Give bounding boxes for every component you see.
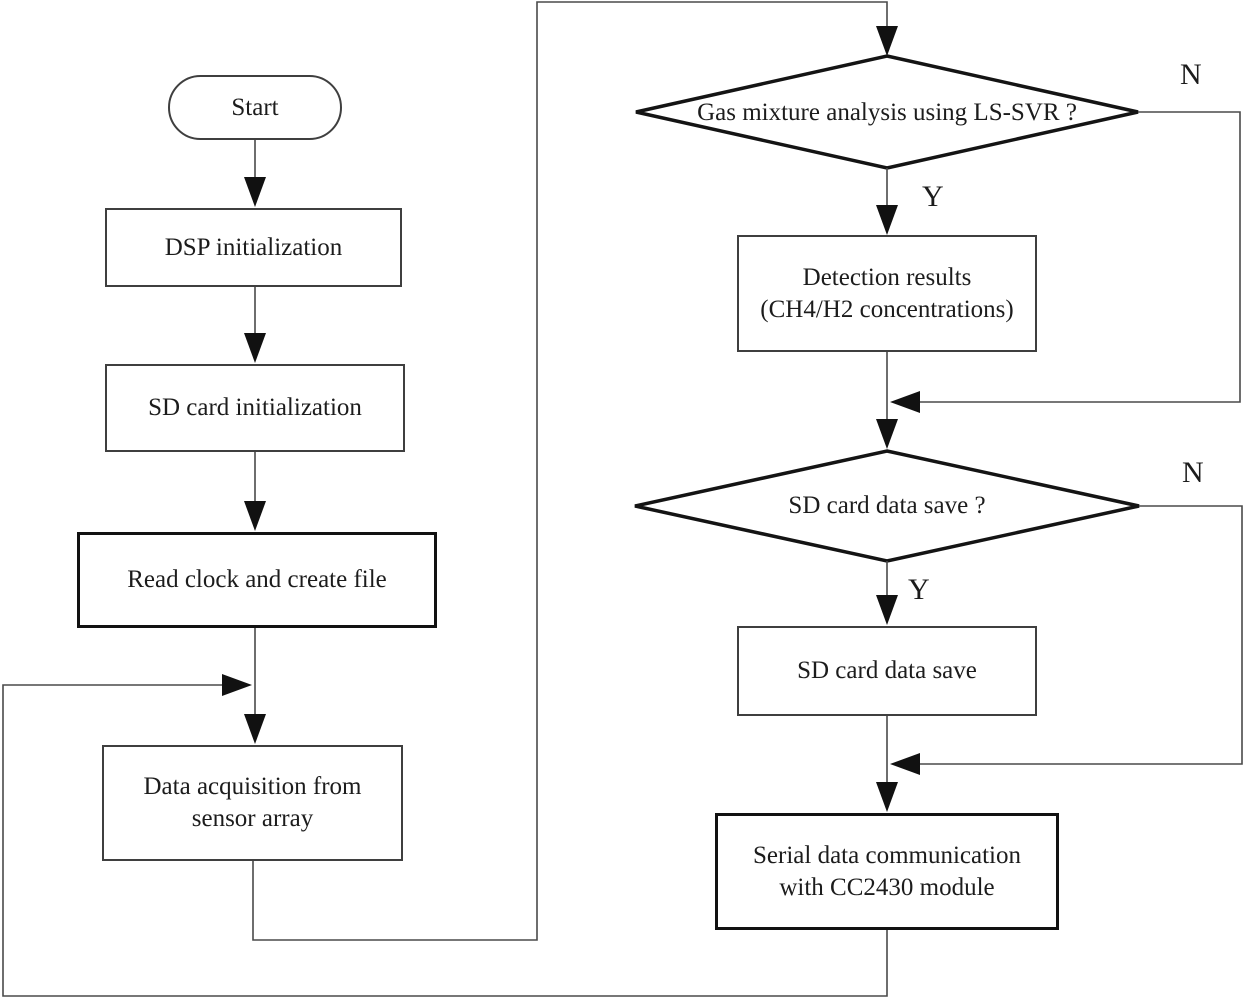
detection-results-label-line2: (CH4/H2 concentrations) — [760, 295, 1014, 323]
arrowhead-into-readclock — [244, 501, 266, 531]
dsp-initialization-node: DSP initialization — [105, 208, 402, 287]
arrowhead-into-detection — [876, 205, 898, 235]
detection-results-node: Detection results (CH4/H2 concentrations… — [737, 235, 1037, 352]
arrowhead-into-sd-decision — [876, 419, 898, 449]
start-node: Start — [168, 75, 342, 140]
serial-communication-node: Serial data communication with CC2430 mo… — [715, 813, 1059, 930]
edge-sd-no-loop — [920, 505, 1243, 765]
arrowhead-into-sdsave — [876, 595, 898, 625]
arrowhead-into-dataacq — [244, 714, 266, 744]
read-clock-create-file-label: Read clock and create file — [127, 566, 387, 593]
edge-gas-no-loop — [920, 111, 1241, 403]
read-clock-create-file-node: Read clock and create file — [77, 532, 437, 628]
data-acquisition-node: Data acquisition from sensor array — [102, 745, 403, 861]
gas-analysis-decision-label: Gas mixture analysis using LS-SVR ? — [697, 99, 1077, 126]
detection-results-label-line1: Detection results — [802, 263, 972, 291]
arrowhead-into-gas-decision — [876, 26, 898, 56]
sd-card-initialization-node: SD card initialization — [105, 364, 405, 452]
edge-dataacq-to-gas-decision — [252, 1, 888, 941]
data-acquisition-label-line2: sensor array — [191, 805, 314, 832]
serial-communication-label-line1: Serial data communication — [753, 841, 1021, 869]
dsp-initialization-label: DSP initialization — [164, 233, 343, 261]
data-acquisition-label-line1: Data acquisition from — [143, 773, 362, 800]
gas-analysis-no-label: N — [1180, 58, 1202, 91]
arrowhead-into-sdinit — [244, 333, 266, 363]
edge-bottom-feedback-loop — [2, 684, 888, 997]
arrowhead-into-dsp — [244, 177, 266, 207]
sd-card-data-save-node: SD card data save — [737, 626, 1037, 716]
arrowhead-sd-no-join — [890, 753, 920, 775]
sd-save-decision-label-box: SD card data save ? — [635, 452, 1139, 560]
sd-save-yes-label: Y — [908, 573, 930, 606]
sd-card-data-save-label: SD card data save — [797, 657, 977, 684]
serial-communication-label-line2: with CC2430 module — [779, 873, 995, 901]
gas-analysis-yes-label: Y — [922, 180, 944, 213]
sd-save-no-label: N — [1182, 456, 1204, 489]
arrowhead-loop-into-left-column — [222, 674, 252, 696]
arrowhead-gas-no-join — [890, 391, 920, 413]
start-label: Start — [231, 93, 279, 121]
sd-save-decision-label: SD card data save ? — [788, 492, 986, 519]
sd-card-initialization-label: SD card initialization — [148, 394, 362, 421]
gas-analysis-decision-label-box: Gas mixture analysis using LS-SVR ? — [636, 58, 1138, 168]
arrowhead-into-serial — [876, 782, 898, 812]
